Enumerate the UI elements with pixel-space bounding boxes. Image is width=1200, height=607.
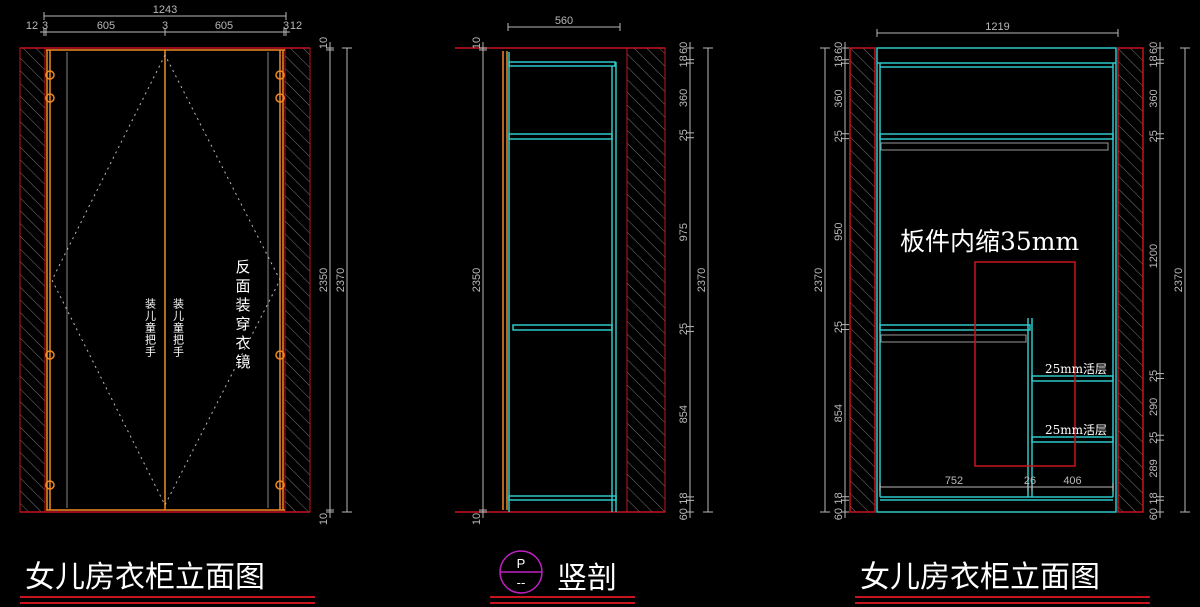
dimension-label: 25 bbox=[833, 321, 845, 333]
dimension-label: 18 bbox=[833, 492, 845, 504]
dimension-label: 854 bbox=[678, 405, 690, 423]
dimension-label: 10 bbox=[318, 513, 330, 525]
dimension-label: 854 bbox=[833, 404, 845, 422]
cabinet-interior bbox=[876, 47, 1117, 513]
door-panels bbox=[45, 49, 285, 511]
section-symbol: P -- bbox=[499, 550, 543, 594]
dimension-label: 60 bbox=[1148, 508, 1160, 520]
dimension-label: 60 bbox=[678, 42, 690, 54]
dimension-label: 3 bbox=[283, 20, 289, 32]
dimension-label: 360 bbox=[1148, 89, 1160, 107]
handle-note-left: 装儿童把手 bbox=[144, 298, 157, 358]
dimension-label: 25 bbox=[1148, 370, 1160, 382]
dimension-label: 10 bbox=[471, 37, 483, 49]
dimension-label: 289 bbox=[1148, 459, 1160, 477]
dimension-label: 950 bbox=[833, 222, 845, 240]
dimension-label: 605 bbox=[215, 20, 233, 32]
dimension-label: 12 bbox=[290, 20, 302, 32]
dimension-label: 26 bbox=[1024, 475, 1036, 487]
dimension-label: 10 bbox=[471, 513, 483, 525]
bottom-dimensions: 752 26 406 bbox=[879, 475, 1114, 491]
dimension-label: 12 bbox=[26, 20, 38, 32]
dimension-label: 25 bbox=[1148, 130, 1160, 142]
dimension-label: 3 bbox=[42, 20, 48, 32]
dimension-label: 1243 bbox=[153, 4, 177, 16]
dimension-label: 10 bbox=[318, 37, 330, 49]
dimension-label: 1200 bbox=[1148, 244, 1160, 268]
dimension-label: 25 bbox=[1148, 432, 1160, 444]
dimension-label: 360 bbox=[833, 89, 845, 107]
dimension-label: 360 bbox=[678, 89, 690, 107]
dimension-label: 2370 bbox=[696, 268, 708, 292]
dimension-label: 560 bbox=[555, 15, 573, 27]
depth-dimension: 560 bbox=[507, 15, 621, 31]
section-title: 竖剖 bbox=[557, 561, 617, 596]
dimension-label: 752 bbox=[945, 475, 963, 487]
left-dimension-chain: 10 2350 10 bbox=[471, 37, 487, 525]
hinge-lines bbox=[66, 52, 269, 508]
dimension-label: 975 bbox=[678, 223, 690, 241]
dimension-label: 18 bbox=[1148, 492, 1160, 504]
inset-note: 板件内缩35mm bbox=[900, 227, 1080, 256]
right-view-title: 女儿房衣柜立面图 bbox=[860, 560, 1100, 595]
dimension-label: 290 bbox=[1148, 398, 1160, 416]
dimension-label: 18 bbox=[1148, 55, 1160, 67]
dimension-label: 2370 bbox=[1173, 268, 1185, 292]
dimension-label: 18 bbox=[833, 55, 845, 67]
dimension-label: 25 bbox=[833, 130, 845, 142]
dimension-label: 18 bbox=[678, 493, 690, 505]
width-dimension: 1219 bbox=[876, 21, 1119, 37]
dimension-label: 2350 bbox=[471, 268, 483, 292]
dimension-label: 1219 bbox=[985, 21, 1009, 33]
dimension-label: 406 bbox=[1063, 475, 1081, 487]
mirror-note: 反面装穿衣镜 bbox=[235, 258, 250, 371]
dimension-label: 18 bbox=[678, 55, 690, 67]
dimension-label: 60 bbox=[678, 508, 690, 520]
dimension-label: 60 bbox=[833, 42, 845, 54]
left-view-title: 女儿房衣柜立面图 bbox=[25, 560, 265, 595]
door-section bbox=[502, 51, 508, 510]
dimension-label: 25 bbox=[678, 323, 690, 335]
back-wall bbox=[626, 47, 666, 513]
right-wall bbox=[284, 47, 311, 513]
dimension-label: 2350 bbox=[318, 268, 330, 292]
inset-outline bbox=[974, 261, 1076, 467]
dimension-label: 60 bbox=[1148, 42, 1160, 54]
section-symbol-top: P bbox=[517, 556, 526, 571]
dimension-label: 2370 bbox=[813, 268, 825, 292]
handle-note-right: 装儿童把手 bbox=[172, 298, 185, 358]
section-symbol-bottom: -- bbox=[517, 575, 526, 590]
dimension-label: 60 bbox=[833, 508, 845, 520]
hanging-rods bbox=[880, 142, 1109, 343]
left-wall bbox=[19, 47, 46, 513]
dimension-label: 605 bbox=[97, 20, 115, 32]
shelf-note: 25mm活层 bbox=[1045, 423, 1107, 437]
dimension-label: 25 bbox=[678, 129, 690, 141]
cabinet-section bbox=[508, 52, 617, 512]
dimension-label: 2370 bbox=[335, 268, 347, 292]
door-swing-diamond bbox=[51, 54, 281, 507]
height-dimension-chain: 10 2350 10 2370 bbox=[318, 37, 352, 525]
dimension-label: 3 bbox=[162, 20, 168, 32]
shelf-note: 25mm活层 bbox=[1045, 362, 1107, 376]
